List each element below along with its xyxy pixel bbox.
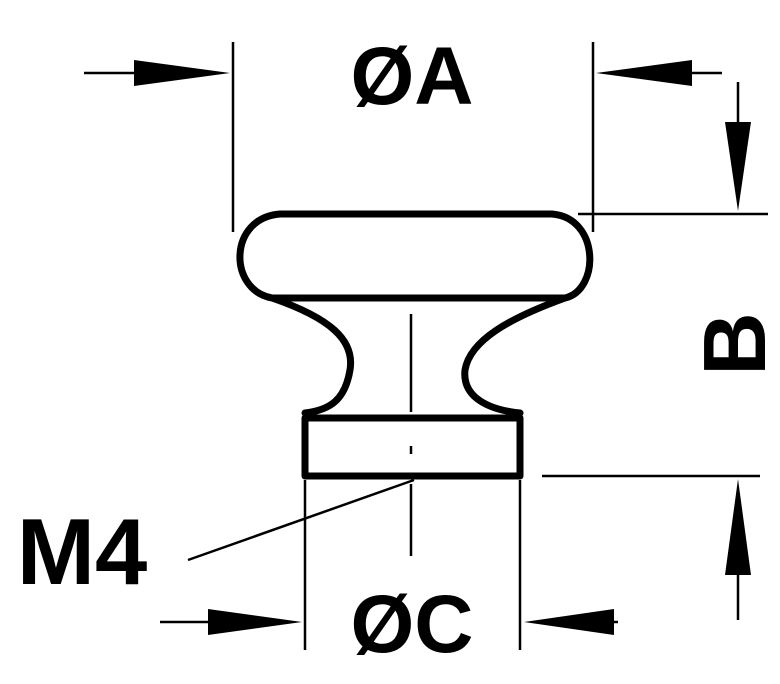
thread-leader-line	[187, 478, 415, 562]
dim-c-arrow-right-head	[524, 609, 614, 635]
knob-neck-left	[268, 294, 355, 417]
knob-neck-right	[461, 294, 569, 417]
label-thread-m4: M4	[17, 499, 148, 604]
knob-outline	[236, 210, 594, 480]
label-diameter-a: ØA	[351, 31, 474, 122]
dim-b-arrow-top-head	[725, 122, 751, 211]
dim-a-arrow-right-head	[596, 60, 692, 86]
knob-base	[301, 414, 524, 480]
label-diameter-c: ØC	[351, 579, 474, 670]
dim-b-arrow-bottom-head	[725, 479, 751, 575]
dim-c-arrow-left-head	[208, 609, 302, 635]
knob-cap	[236, 210, 594, 302]
label-height-b: B	[685, 312, 780, 376]
dim-a-arrow-left-head	[134, 60, 230, 86]
